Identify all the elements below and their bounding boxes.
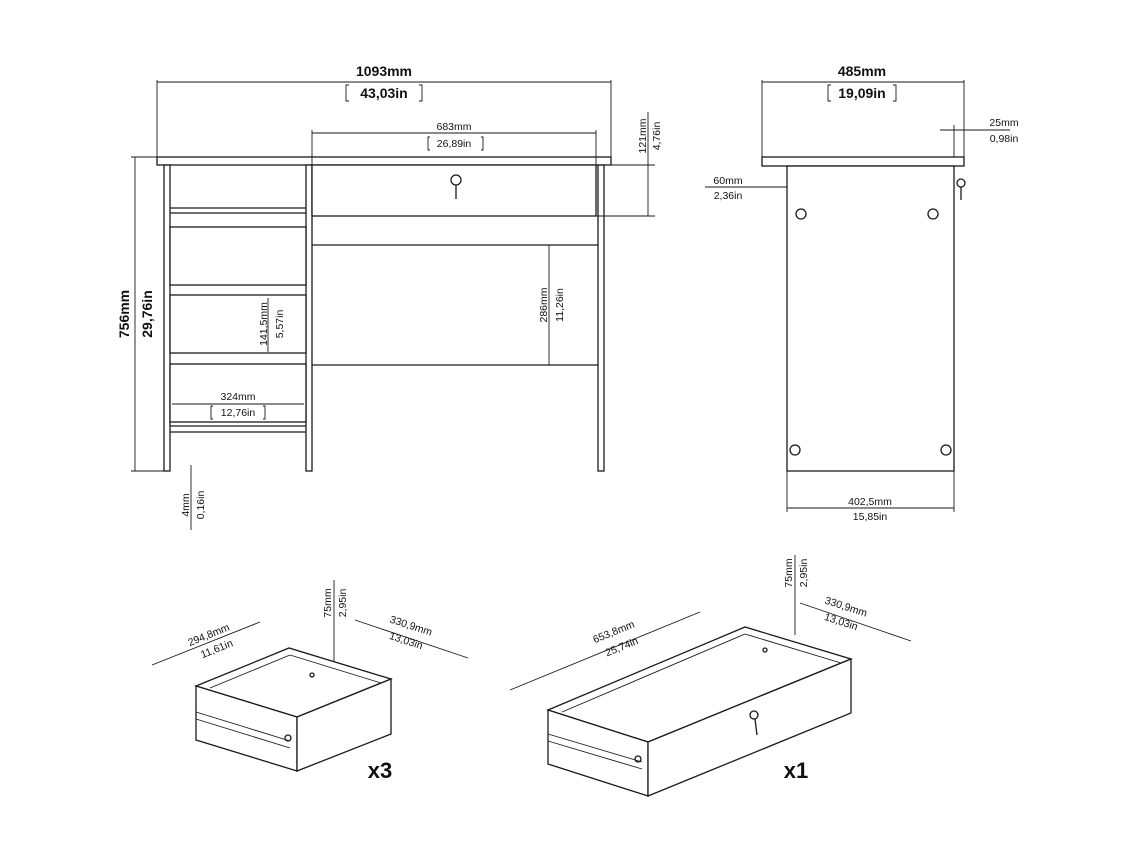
drawer-height-in: 4,76in [651,122,663,151]
desk-top [156,156,612,166]
shelf-width-mm: 324mm [220,391,255,403]
setback-in: 2,36in [714,190,743,202]
drawer-width-in: 26,89in [437,138,472,150]
small-drawer-qty: x3 [368,758,392,783]
depth-mm: 485mm [838,63,886,79]
left-leg-inner [305,164,313,472]
large-height-mm: 75mm [783,558,795,587]
side-view: 485mm 19,09in 25mm 0,98in 60mm 2,36in 40… [705,63,1019,523]
left-leg-outer [163,164,171,472]
shelf-box-3 [169,363,307,423]
height-in: 29,76in [139,290,155,337]
shelf-height-in: 5,57in [274,310,286,339]
drawer-width-mm: 683mm [436,121,471,133]
top-drawer-front [311,164,597,217]
depth-in: 19,09in [838,85,885,101]
drawer-large: 653,8mm 25,74in 75mm 2,95in 330,9mm 13,0… [509,555,912,797]
foot-in: 0,16in [195,491,207,520]
small-height-in: 2,95in [337,589,349,618]
front-view: 1093mm 43,03in 683mm 26,89in 121mm 4,76i… [116,63,663,530]
drawer-small: 294,8mm 11,61in 75mm 2,95in 330,9mm 13,0… [151,580,469,783]
clearance-mm: 286mm [538,287,550,322]
front-width-in: 43,03in [360,85,407,101]
shelf-box-2 [169,294,307,354]
shelf-width-in: 12,76in [221,407,256,419]
small-height-mm: 75mm [322,588,334,617]
clearance-in: 11,26in [554,288,566,322]
drawer-height-mm: 121mm [637,118,649,153]
side-top [761,156,965,167]
shelf-box-1 [169,226,307,286]
large-height-in: 2,95in [798,559,810,588]
shelf-height-mm: 141,5mm [258,302,270,346]
overhang-in: 0,98in [990,133,1019,145]
foot-mm: 4mm [180,493,192,517]
key-icon [956,178,966,188]
right-leg [597,164,605,472]
overhang-mm: 25mm [989,117,1018,129]
inner-width-mm: 402,5mm [848,496,892,508]
large-drawer-qty: x1 [784,758,808,783]
large-drawer-lock-icon [749,710,759,720]
side-panel [786,165,955,472]
front-width-mm: 1093mm [356,63,412,79]
inner-width-in: 15,85in [853,511,888,523]
height-mm: 756mm [116,290,132,338]
setback-mm: 60mm [713,175,742,187]
